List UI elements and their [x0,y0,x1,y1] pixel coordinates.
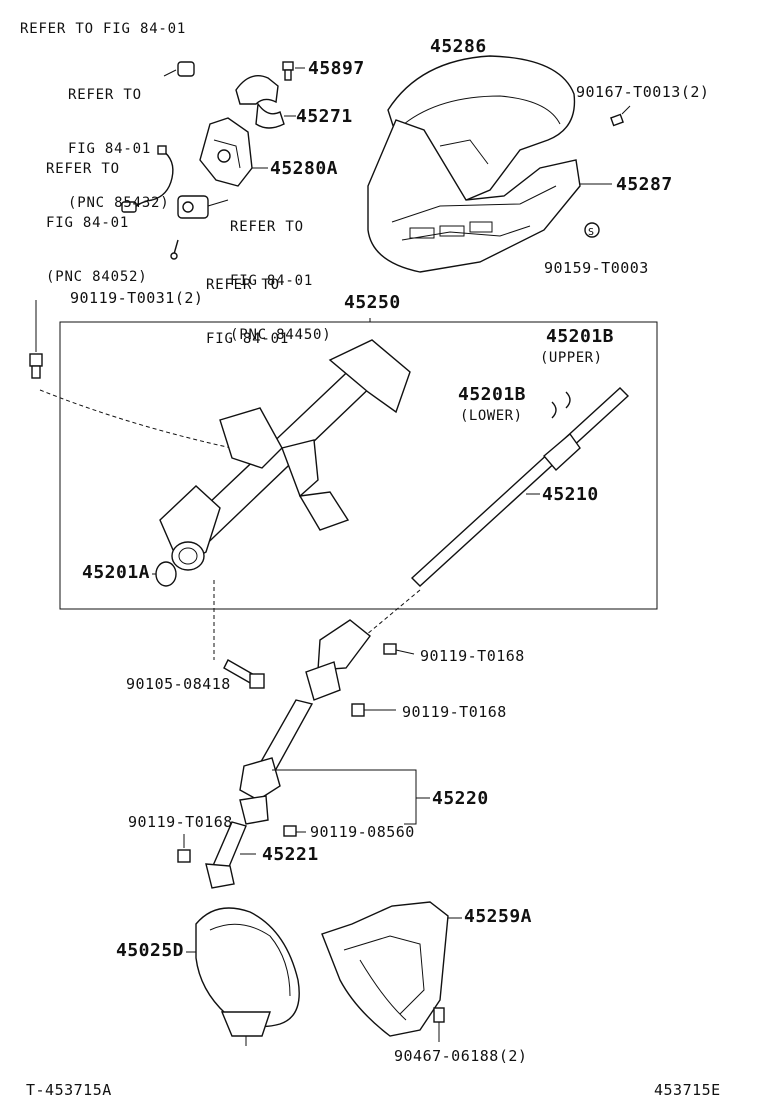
ref-85432: REFER TO FIG 84-01 (PNC 85432) [68,50,170,230]
label-45259A: 45259A [464,906,533,927]
bracket-45271-icon [235,75,296,129]
ref-84052: REFER TO FIG 84-01 (PNC 84052) [46,124,148,304]
ref-85432-line2: FIG 84-01 [68,141,152,157]
label-45201A: 45201A [82,562,151,583]
screw-90467-icon [433,1007,445,1042]
clip-45201B-icon [551,391,571,419]
assembly-frame-45250 [59,318,658,610]
switch-45280A-icon [199,117,268,187]
screw-90167-icon [610,105,631,127]
harness-84052-icon [121,145,174,213]
column-tube-icon [159,339,411,571]
label-45271: 45271 [296,106,353,127]
label-upper: (UPPER) [540,350,603,366]
connector-85432-icon [163,61,195,77]
ref-84450: REFER TO FIG 84-01 (PNC 84450) [230,182,332,362]
label-45201B-lower: 45201B [458,384,527,405]
bushing-45201A-icon [152,561,177,587]
ref-85432-line1: REFER TO [68,87,142,103]
label-45897: 45897 [308,58,365,79]
column-cover-lower-45287 [367,119,612,273]
bolt-90105-icon [213,580,265,689]
ref-84450-line2: FIG 84-01 [230,273,314,289]
label-90167-T0013: 90167-T0013(2) [576,83,710,101]
label-90119-T0168-c: 90119-T0168 [128,813,233,831]
label-90105-08418: 90105-08418 [126,675,231,693]
ref-84450-line1: REFER TO [230,219,304,235]
label-90467-06188: 90467-06188(2) [394,1047,528,1065]
ref-84450-line3: (PNC 84450) [230,327,332,343]
label-90119-T0031: 90119-T0031(2) [70,289,204,307]
intermediate-shaft-45220-icon [239,619,430,825]
ref-plain-line1: REFER TO [206,277,280,293]
label-45201B-upper: 45201B [546,326,615,347]
clip-90159-icon: S [584,222,600,238]
label-45220: 45220 [432,788,489,809]
boot-45025D-icon [186,907,300,1046]
boot-45259A-icon [321,901,462,1037]
sensor-84450-icon [177,195,229,219]
screw-841-icon [170,239,179,260]
label-45250: 45250 [344,292,401,313]
yoke-45221-icon [205,821,256,889]
bolt-90119-T0168-b-icon [351,703,396,717]
label-45287: 45287 [616,174,673,195]
label-45210: 45210 [542,484,599,505]
label-45025D: 45025D [116,940,185,961]
label-90119-T0168-b: 90119-T0168 [402,703,507,721]
label-45286: 45286 [430,36,487,57]
ref-84052-line2: FIG 84-01 [46,215,130,231]
label-45280A: 45280A [270,158,339,179]
footer-right-code: 453715E [654,1081,721,1099]
svg-text:S: S [588,227,594,238]
label-90119-08560: 90119-08560 [310,823,415,841]
ref-plain: REFER TO FIG 84-01 [206,240,289,366]
label-lower: (LOWER) [460,408,523,424]
label-90159-T0003: 90159-T0003 [544,259,649,277]
ref-plain-line2: FIG 84-01 [206,331,290,347]
shaft-45210-icon [359,387,630,641]
label-90119-T0168-a: 90119-T0168 [420,647,525,665]
label-45221: 45221 [262,844,319,865]
bolt-90119-T0168-a-icon [383,643,415,655]
ref-85432-line3: (PNC 85432) [68,195,170,211]
bolt-90119-T0168-c-icon [177,834,191,863]
bolt-45897-icon [282,61,305,81]
bolt-90119-08560-icon [283,825,306,837]
footer-left-code: T-453715A [26,1081,112,1099]
ref-fig-84-01-top: REFER TO FIG 84-01 [20,21,187,37]
ref-84052-line1: REFER TO [46,161,120,177]
ref-84052-line3: (PNC 84052) [46,269,148,285]
